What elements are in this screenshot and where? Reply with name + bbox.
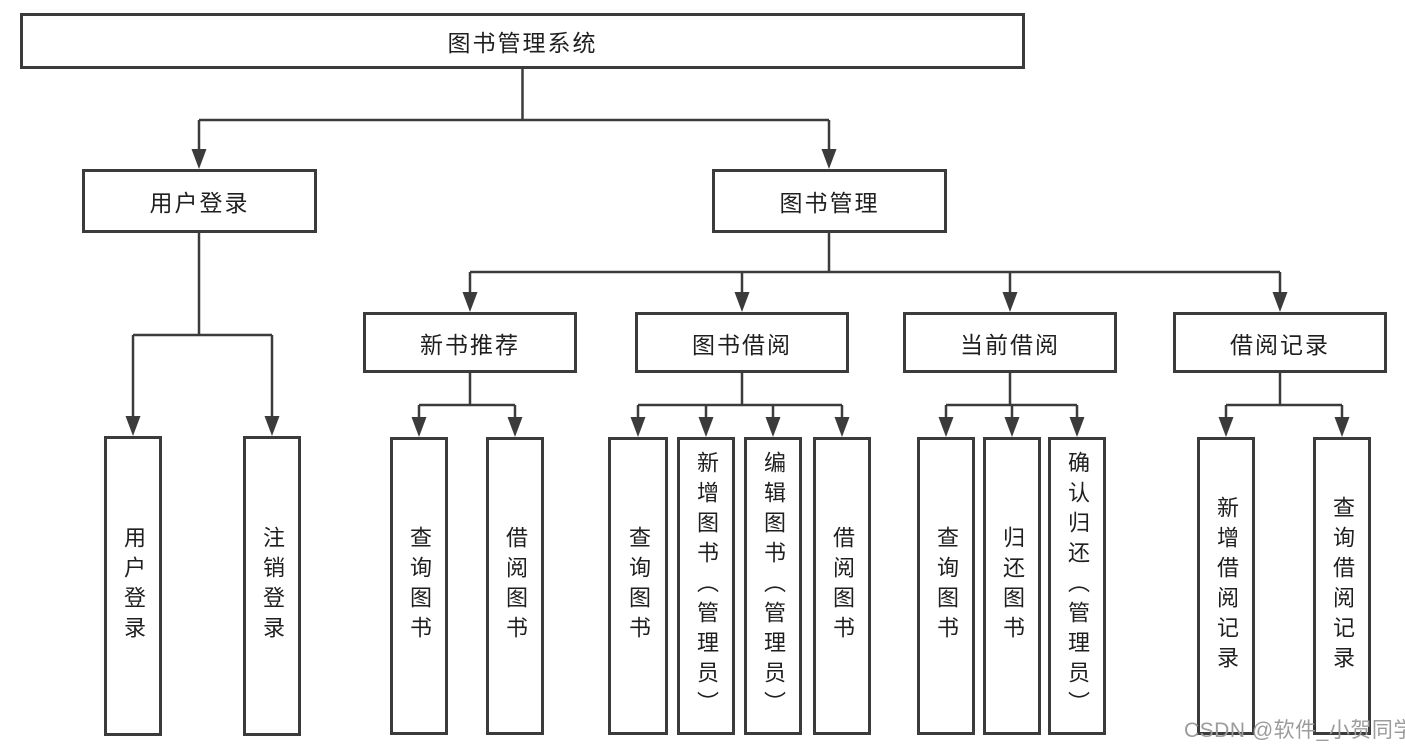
leaf-bb-edit-books-admin: 编辑图书（管理员） xyxy=(744,437,802,735)
leaf-user-login: 用户登录 xyxy=(104,436,162,736)
arrowhead-icons xyxy=(125,149,1350,437)
node-borrow-records: 借阅记录 xyxy=(1173,312,1387,373)
leaf-bh-add-borrow-record: 新增借阅记录 xyxy=(1197,437,1255,735)
node-book-borrowing: 图书借阅 xyxy=(635,312,849,373)
leaf-bb-add-books-admin: 新增图书（管理员） xyxy=(677,437,735,735)
node-current-borrowing: 当前借阅 xyxy=(903,312,1117,373)
leaf-nb-query-books: 查询图书 xyxy=(390,437,448,735)
leaf-bb-borrow-books: 借阅图书 xyxy=(813,437,871,735)
leaf-cb-return-books: 归还图书 xyxy=(983,437,1041,735)
node-new-book-recommend: 新书推荐 xyxy=(363,312,577,373)
leaf-bb-query-books: 查询图书 xyxy=(608,437,668,735)
leaf-bh-query-borrow-record: 查询借阅记录 xyxy=(1313,437,1371,735)
leaf-cb-query-books: 查询图书 xyxy=(917,437,975,735)
csdn-watermark: CSDN @软件_小贺同学 xyxy=(1184,719,1405,742)
node-book-management: 图书管理 xyxy=(712,169,947,233)
node-library-management-system: 图书管理系统 xyxy=(20,13,1025,69)
leaf-cb-confirm-return-admin: 确认归还（管理员） xyxy=(1048,437,1106,735)
node-user-login: 用户登录 xyxy=(82,169,317,233)
leaf-user-logout: 注销登录 xyxy=(243,436,301,736)
leaf-nb-borrow-books: 借阅图书 xyxy=(486,437,544,735)
